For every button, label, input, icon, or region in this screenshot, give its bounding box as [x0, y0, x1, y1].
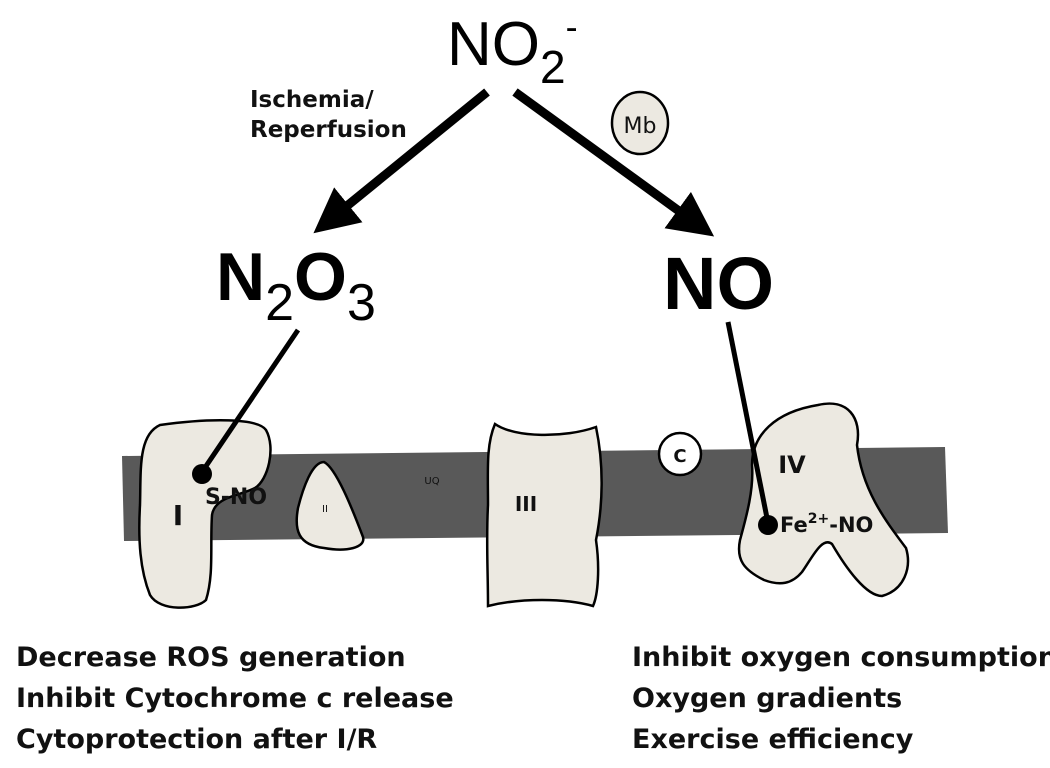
left-effect-item: Inhibit Cytochrome c release — [16, 683, 454, 714]
complex-iv-shape — [737, 402, 910, 598]
complex-iv-label: IV — [778, 451, 806, 479]
cytochrome-c-circle — [657, 431, 703, 477]
n2o3-to-complex-i-connector — [199, 328, 301, 474]
complex-iii-label: III — [515, 492, 537, 516]
right-effect-item: Exercise efficiency — [632, 724, 914, 755]
left-effect-item: Cytoprotection after I/R — [16, 724, 378, 755]
fe-no-label: Fe2+-NO — [780, 511, 873, 537]
fe-no-binding-site — [758, 515, 778, 535]
complex-ii-shape — [295, 460, 365, 551]
nitrite-label: NO2- — [447, 6, 578, 93]
arrow-to-n2o3 — [313, 88, 490, 234]
no-to-complex-iv-connector — [725, 321, 771, 524]
complex-i-label: I — [173, 499, 183, 532]
arrow-to-no — [512, 88, 715, 237]
complex-i-shape — [138, 419, 272, 609]
nitric-oxide-label: NO — [663, 242, 774, 325]
myoglobin-label: Mb — [624, 114, 657, 139]
myoglobin-circle — [610, 90, 670, 156]
s-no-binding-site — [192, 464, 212, 484]
right-effect-item: Inhibit oxygen consumption — [632, 642, 1050, 673]
left-effects-list: Decrease ROS generation Inhibit Cytochro… — [16, 637, 454, 760]
n2o3-label: N2O3 — [216, 239, 376, 332]
ubiquinone-label: UQ — [424, 476, 439, 487]
complex-iii-shape — [485, 422, 603, 608]
cytochrome-c-label: C — [673, 446, 686, 467]
left-effect-item: Decrease ROS generation — [16, 642, 406, 673]
complex-ii-label: II — [322, 504, 328, 515]
ischemia-reperfusion-label: Ischemia/ Reperfusion — [250, 87, 407, 143]
right-effects-list: Inhibit oxygen consumption Oxygen gradie… — [632, 637, 1050, 760]
right-effect-item: Oxygen gradients — [632, 683, 903, 714]
s-no-label: S-NO — [205, 485, 267, 510]
